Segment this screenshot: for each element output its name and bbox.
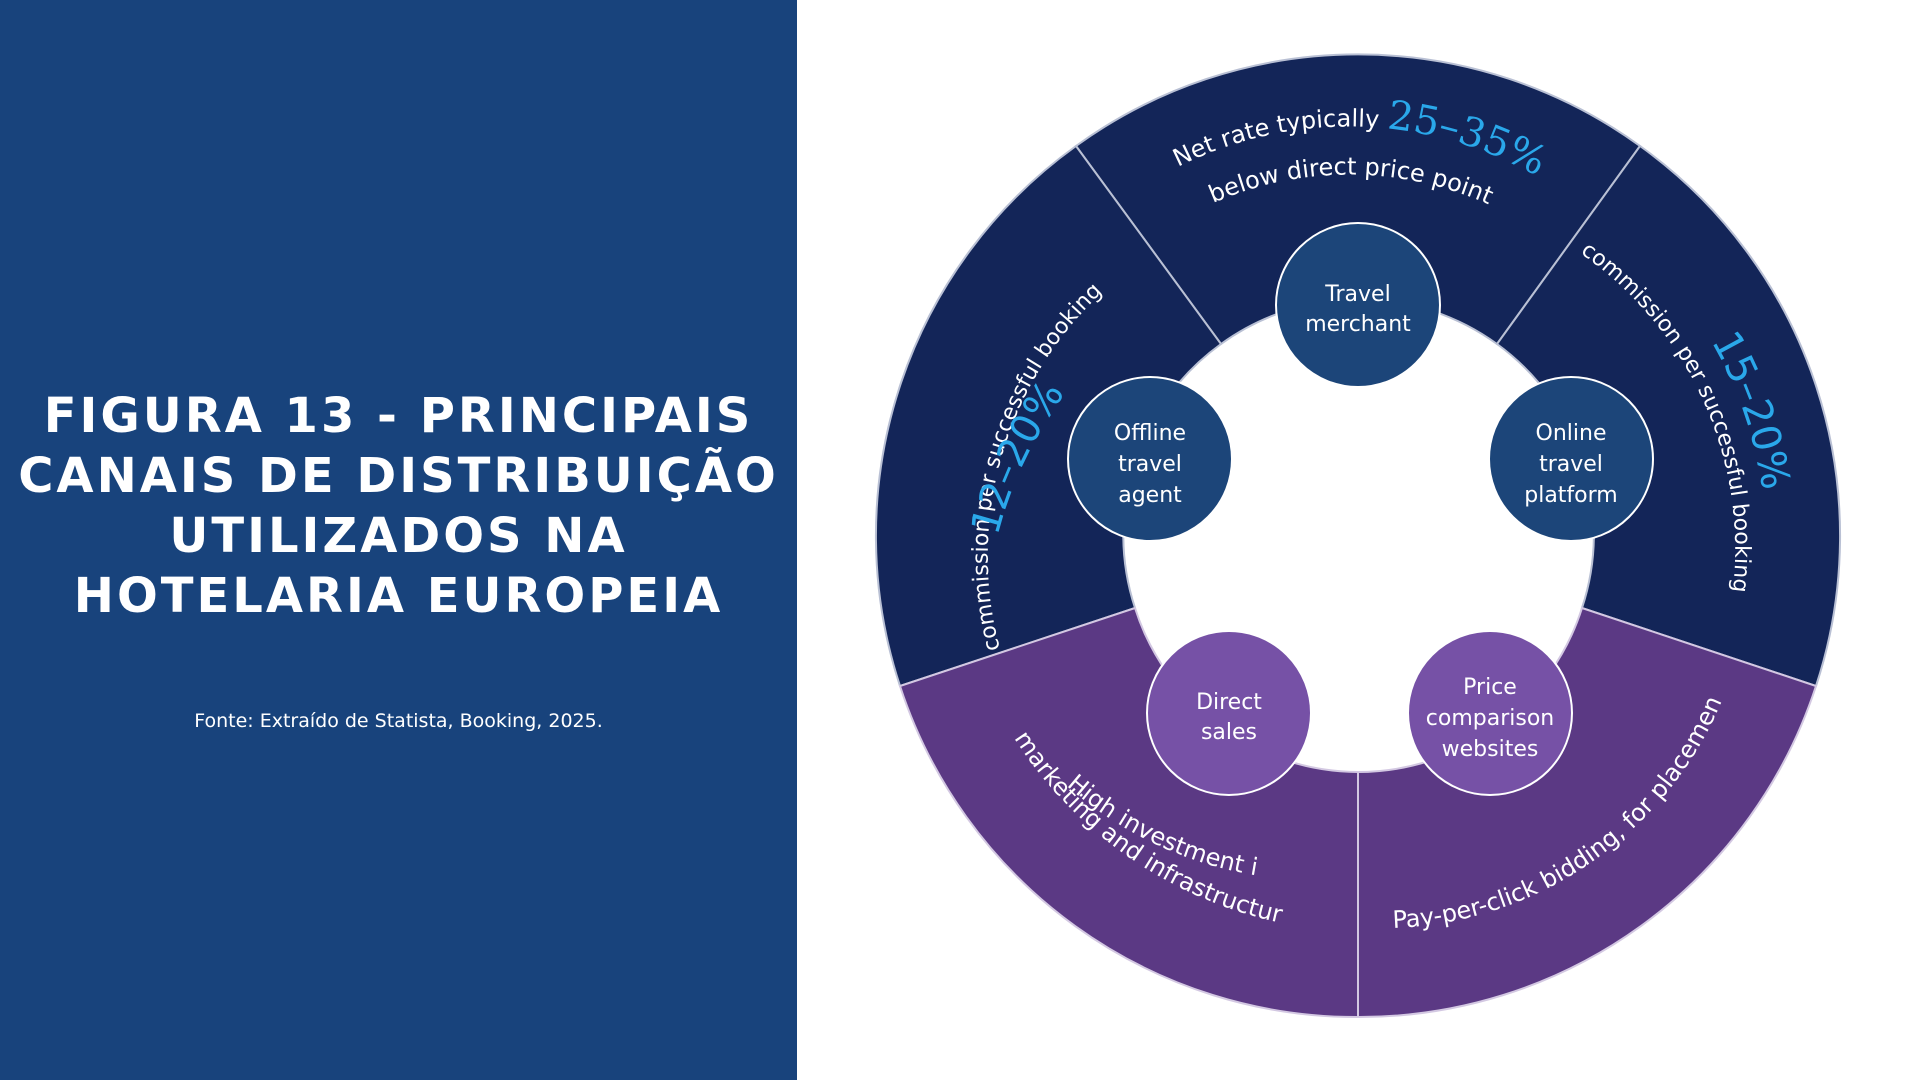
node-label-line: Direct: [1196, 690, 1262, 715]
node-label-line: agent: [1118, 483, 1182, 508]
title-panel: Figura 13 - Principais canais de distrib…: [0, 0, 797, 1080]
node-price-comparison-websites: Price comparison websites: [1407, 630, 1573, 796]
node-label-line: comparison: [1426, 706, 1554, 731]
title-line-2: canais de distribuição: [18, 448, 779, 504]
node-label-line: Offline: [1114, 421, 1186, 446]
node-travel-merchant: Travel merchant: [1275, 222, 1441, 388]
node-direct-sales: Direct sales: [1146, 630, 1312, 796]
node-label-line: Price: [1463, 675, 1517, 700]
node-label-line: Travel: [1324, 282, 1390, 307]
node-label-line: websites: [1442, 737, 1539, 762]
node-label-line: merchant: [1305, 312, 1411, 337]
node-label-line: travel: [1118, 452, 1182, 477]
node-label-line: sales: [1201, 720, 1257, 745]
source-caption: Fonte: Extraído de Statista, Booking, 20…: [194, 710, 603, 732]
node-label-line: Online: [1536, 421, 1607, 446]
page-title: Figura 13 - Principais canais de distrib…: [0, 386, 797, 626]
title-line-4: hotelaria europeia: [73, 568, 724, 624]
node-online-travel-platform: Online travel platform: [1488, 376, 1654, 542]
node-label-line: platform: [1524, 483, 1617, 508]
title-line-3: utilizados na: [169, 508, 628, 564]
node-label-line: travel: [1539, 452, 1603, 477]
title-line-1: Figura 13 - Principais: [43, 388, 754, 444]
node-offline-travel-agent: Offline travel agent: [1067, 376, 1233, 542]
